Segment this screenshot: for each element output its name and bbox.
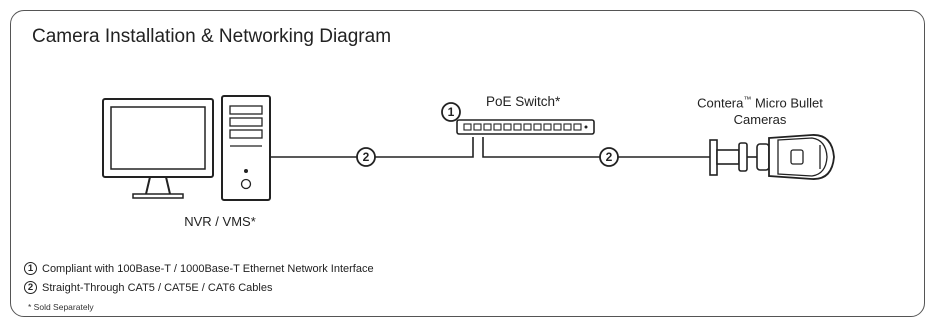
switch-label: PoE Switch*: [486, 94, 561, 109]
bullet-camera-icon: [709, 134, 835, 180]
cable-right-marker-circle: [599, 147, 619, 167]
switch-marker-circle: [441, 102, 461, 122]
cable-right: [482, 137, 710, 158]
legend-number-2: 2: [24, 281, 37, 294]
cable-left: [270, 137, 474, 158]
cable-right-marker: 2: [606, 150, 613, 164]
camera-label-line2: Cameras: [733, 112, 787, 128]
footnote: * Sold Separately: [28, 302, 94, 312]
diagram-title: Camera Installation & Networking Diagram: [32, 26, 392, 47]
legend-text-2: Straight-Through CAT5 / CAT5E / CAT6 Cab…: [42, 281, 273, 294]
switch-marker: 1: [448, 105, 455, 119]
legend-item-2: 2 Straight-Through CAT5 / CAT5E / CAT6 C…: [24, 281, 272, 294]
cable-left-marker-circle: [356, 147, 376, 167]
legend-number-1: 1: [24, 262, 37, 275]
camera-label-model: Micro Bullet: [751, 95, 823, 111]
legend-item-1: 1 Compliant with 100Base-T / 1000Base-T …: [24, 262, 374, 275]
monitor-icon: [102, 98, 214, 199]
camera-label: Contera™ Micro Bullet Cameras: [660, 91, 860, 128]
camera-label-brand: Contera: [697, 95, 744, 111]
cable-left-marker: 2: [363, 150, 370, 164]
pc-tower-icon: [221, 95, 271, 201]
legend-text-1: Compliant with 100Base-T / 1000Base-T Et…: [42, 262, 374, 275]
trademark-symbol: ™: [743, 95, 752, 104]
poe-switch-icon: [456, 119, 595, 135]
nvr-label: NVR / VMS*: [184, 214, 256, 229]
